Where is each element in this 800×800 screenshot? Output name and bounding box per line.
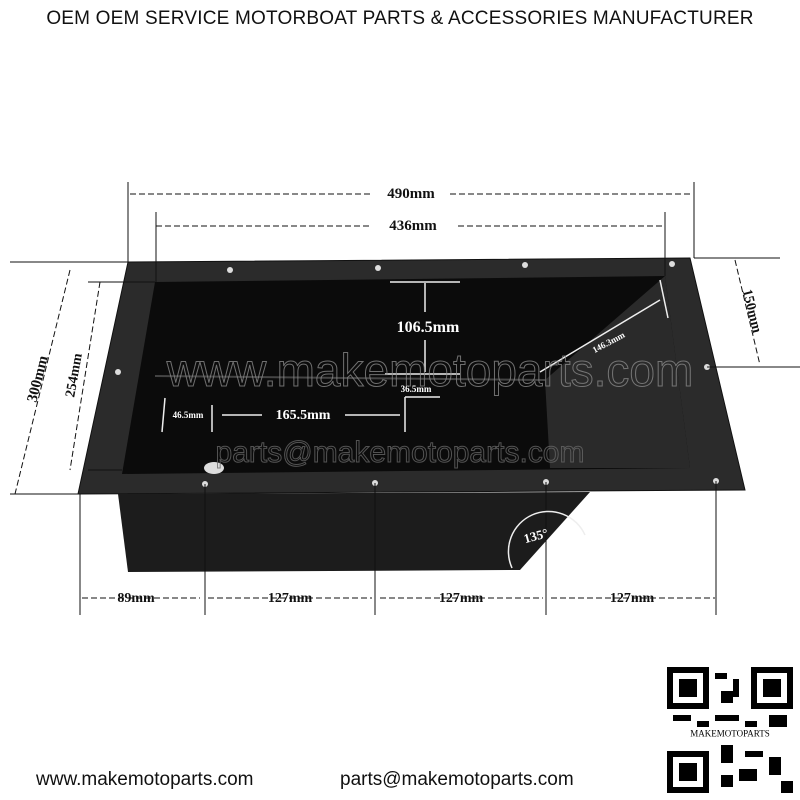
dim-overall-depth: 300mm	[25, 354, 52, 404]
footer-email[interactable]: parts@makemotoparts.com	[340, 769, 574, 790]
dim-step-height: 106.5mm	[397, 319, 460, 336]
dim-inner-width: 436mm	[389, 218, 437, 234]
tray-side-slope	[545, 276, 690, 468]
dim-height: 150mm	[739, 288, 764, 335]
dim-hole-spacing-1: 127mm	[268, 591, 313, 606]
tray-bottom-front	[118, 492, 590, 572]
dim-step-offset: 36.5mm	[401, 384, 432, 394]
dim-hole-spacing-3: 127mm	[610, 591, 655, 606]
dim-overall-width: 490mm	[387, 186, 435, 202]
dim-hole-offset: 89mm	[117, 591, 155, 606]
dim-hole-spacing-2: 127mm	[439, 591, 484, 606]
page-title: OEM OEM SERVICE MOTORBOAT PARTS & ACCESS…	[46, 8, 754, 29]
watermark-url: www.makemotoparts.com	[166, 344, 694, 396]
dim-left-step: 46.5mm	[173, 410, 204, 420]
qr-label: MAKEMOTOPARTS	[690, 729, 769, 739]
footer-website[interactable]: www.makemotoparts.com	[36, 769, 254, 790]
dim-step-length: 165.5mm	[276, 408, 331, 423]
dim-angle: 135°	[522, 525, 550, 546]
qr-code: MAKEMOTOPARTS	[667, 667, 793, 793]
watermark-email: parts@makemotoparts.com	[216, 436, 585, 469]
